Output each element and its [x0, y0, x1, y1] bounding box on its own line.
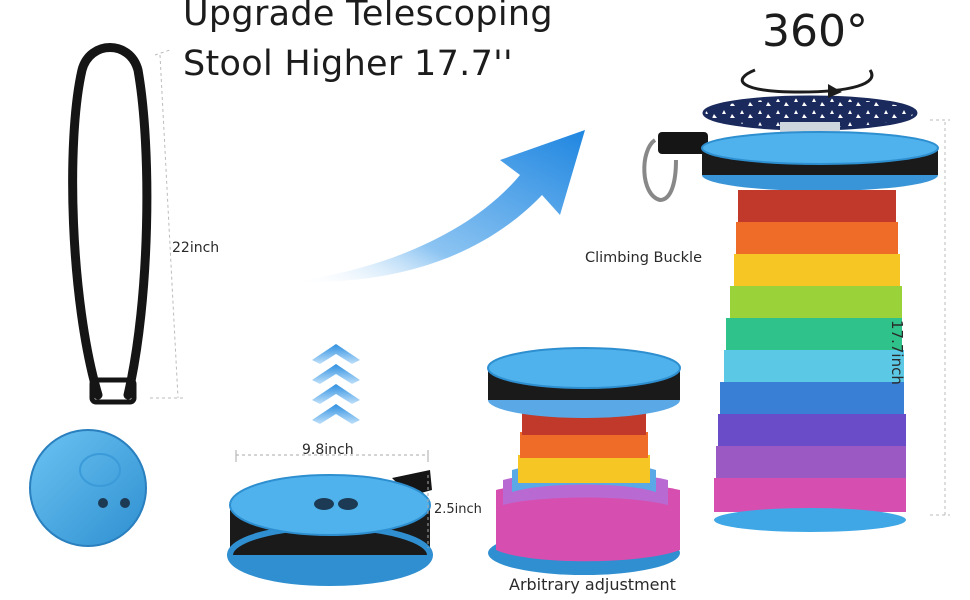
diameter-label: 9.8inch	[302, 442, 354, 458]
extended-stool	[642, 95, 950, 532]
headline-line-1: Upgrade Telescoping	[183, 0, 553, 34]
rotate-arrow-icon	[740, 68, 874, 98]
headline-line-2: Stool Higher 17.7''	[183, 44, 513, 84]
arbitrary-adjustment-label: Arbitrary adjustment	[509, 575, 676, 594]
climbing-buckle-label: Climbing Buckle	[585, 250, 702, 266]
partial-stool	[487, 347, 681, 575]
folded-height-label: 2.5inch	[434, 502, 482, 517]
extended-height-label: 17.7inch	[888, 320, 906, 385]
up-chevrons-icon	[312, 344, 360, 424]
rotation-label: 360°	[762, 6, 868, 57]
shoulder-strap	[68, 43, 152, 400]
curved-arrow-icon	[292, 130, 585, 283]
folded-stool	[227, 450, 433, 586]
strap-length-label: 22inch	[172, 240, 220, 256]
hanging-stool	[29, 43, 185, 547]
carabiner-icon	[642, 138, 678, 203]
hanging-stool-disc	[29, 429, 147, 547]
